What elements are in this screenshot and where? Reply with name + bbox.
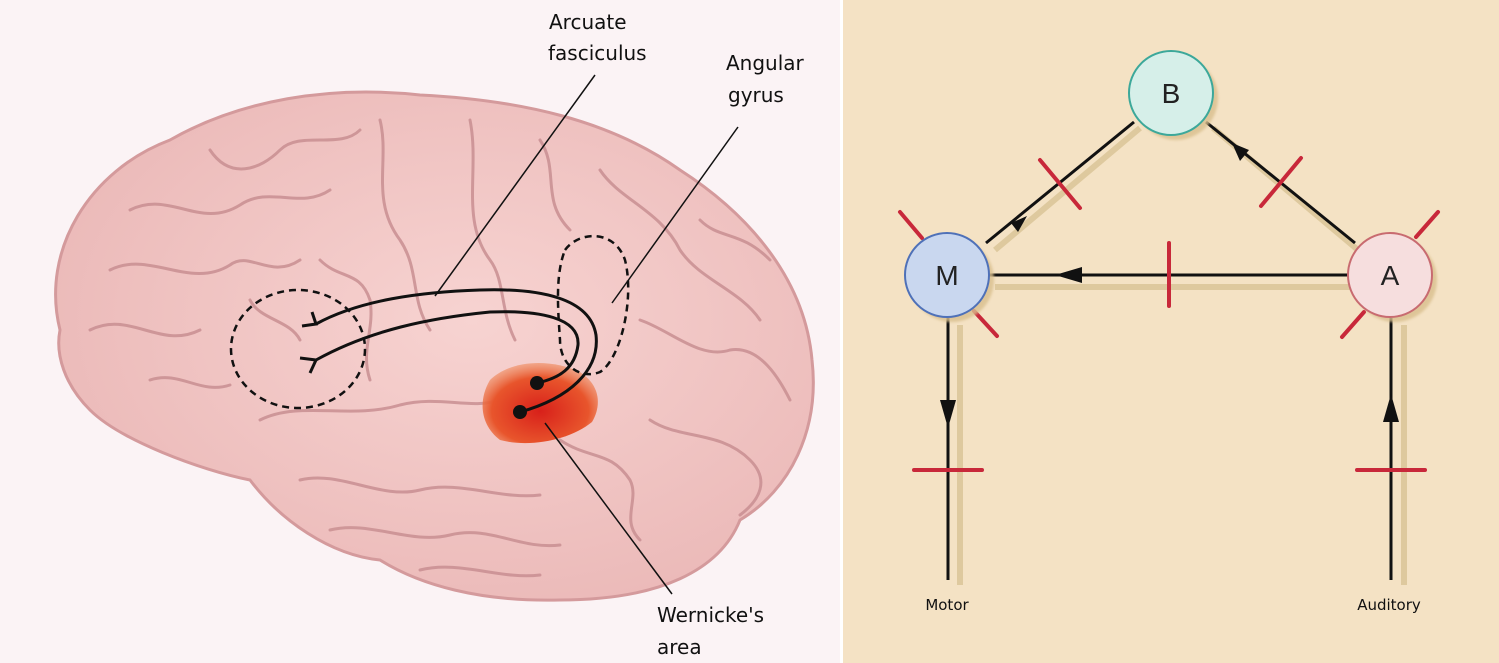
arrow-auditory-to-a-head [1383, 394, 1399, 422]
arcuate-fasciculus-label-line1: Arcuate [549, 10, 627, 34]
brain-panel: Arcuate fasciculus Angular gyrus Wernick… [0, 0, 840, 663]
lesion-mark-a-lower [1342, 312, 1364, 337]
angular-gyrus-label-line1: Angular [726, 51, 805, 75]
wernicke-area-label-line1: Wernicke's [657, 603, 764, 627]
node-b: B [1129, 51, 1213, 135]
connections [948, 122, 1391, 580]
fibre-terminal-dot [513, 405, 527, 419]
node-a: A [1348, 233, 1432, 317]
node-b-label: B [1162, 78, 1181, 109]
lesion-marks [900, 158, 1438, 470]
lichtheim-model-diagram: B M A Motor Auditory [843, 0, 1499, 663]
node-m: M [905, 233, 989, 317]
node-m-label: M [935, 260, 958, 291]
fibre-terminal-dot [530, 376, 544, 390]
lesion-mark-m-upper [900, 212, 922, 238]
wernicke-area-label-line2: area [657, 635, 702, 659]
auditory-label: Auditory [1357, 596, 1421, 614]
brain-illustration: Arcuate fasciculus Angular gyrus Wernick… [0, 0, 840, 663]
lesion-mark-m-lower [974, 311, 997, 336]
motor-label: Motor [925, 596, 969, 614]
arrow-m-to-motor-head [940, 400, 956, 428]
node-a-label: A [1381, 260, 1400, 291]
brain-outline [56, 92, 814, 600]
connection-shadows [960, 128, 1404, 585]
lichtheim-model-panel: B M A Motor Auditory [843, 0, 1499, 663]
arrow-a-to-m-head [1055, 267, 1082, 283]
lesion-mark-a-upper [1416, 212, 1438, 237]
arcuate-fasciculus-label-line2: fasciculus [548, 41, 647, 65]
angular-gyrus-label-line2: gyrus [728, 83, 784, 107]
